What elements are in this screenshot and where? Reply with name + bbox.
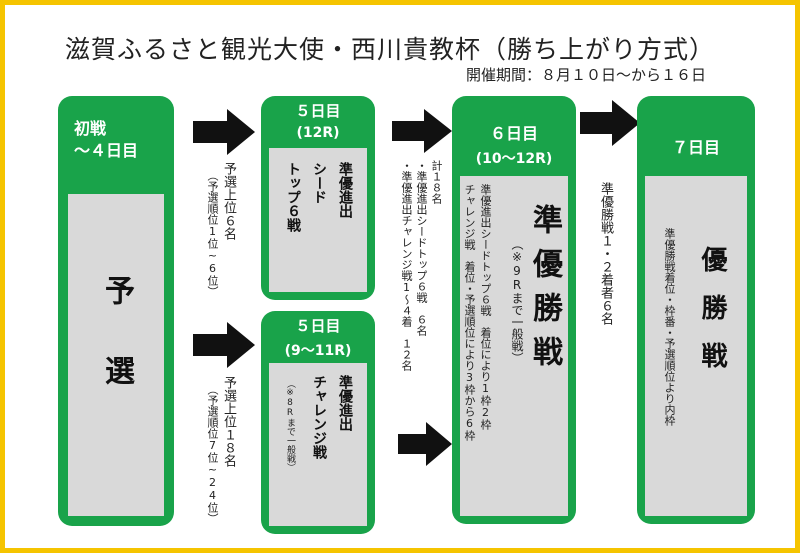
stage2a-col1: 準優進出 (337, 162, 353, 218)
stage2b-col1: 準優進出 (337, 375, 353, 431)
stage2a-col2: シード (311, 162, 327, 204)
stage3-races: (10～12R) (475, 151, 553, 167)
stage2b-col2: チャレンジ戦 (311, 375, 327, 459)
page-title: 滋賀ふるさと観光大使・西川貴教杯（勝ち上がり方式） (65, 35, 716, 64)
stage4-title: 優勝戦 (697, 246, 727, 390)
stage2a-body: 準優進出 シード トップ６戦 (269, 148, 367, 292)
arrow1-note-line1: 予選上位６名 (221, 162, 236, 240)
stage1-head-line2: ～４日目 (74, 141, 139, 160)
stage3-card: ６日目 (10～12R) 準優勝戦 （※9Rまで一般戦） 準優進出シードトップ６… (452, 96, 576, 524)
stage4-card: ７日目 優勝戦 準優勝戦着位・枠番・予選順位より内枠 (637, 96, 755, 524)
stage3-desc2: チャレンジ戦 着位・予選順位により3枠から6枠 (463, 184, 476, 441)
arrow3-note-line3: ・準優進出チャレンジ戦1～４着 １２名 (400, 160, 413, 371)
stage1-body: 予選 (68, 194, 164, 516)
arrow4-note: 準優勝戦１・２着者６名 (598, 182, 613, 325)
stage3-day: ６日目 (489, 124, 538, 143)
stage2b-day: ５日目 (295, 317, 341, 335)
arrow2-note: 予選上位１８名 （予選順位7位~24位） (198, 376, 238, 526)
stage2a-col3: トップ６戦 (285, 162, 301, 232)
stage1-head: 初戦 ～４日目 (58, 118, 174, 162)
stage4-body: 優勝戦 準優勝戦着位・枠番・予選順位より内枠 (645, 176, 747, 516)
stage2a-head: ５日目 (12R) (261, 100, 375, 141)
arrow2-note-line2: （予選順位7位~24位） (206, 384, 219, 524)
stage2a-card: ５日目 (12R) 準優進出 シード トップ６戦 (261, 96, 375, 300)
stage4-head: ７日目 (637, 134, 755, 158)
stage3-title: 準優勝戦 (527, 204, 562, 380)
stage2a-races: (12R) (296, 125, 340, 141)
stage1-head-line1: 初戦 (74, 119, 107, 138)
arrow-2 (193, 322, 255, 368)
stage2b-races: (9～11R) (284, 343, 352, 359)
arrow-4 (580, 100, 640, 146)
stage2b-head: ５日目 (9～11R) (261, 315, 375, 360)
stage3-body: 準優勝戦 （※9Rまで一般戦） 準優進出シードトップ６戦 着位により1枠2枠 チ… (460, 176, 568, 516)
stage2b-body: 準優進出 チャレンジ戦 （※8Rまで一般戦） (269, 363, 367, 526)
stage2b-note: （※8Rまで一般戦） (285, 379, 295, 472)
arrow2-note-line1: 予選上位１８名 (221, 376, 236, 467)
stage3-note: （※9Rまで一般戦） (510, 238, 524, 364)
arrow3-note-line2: ・準優進出シードトップ６戦 ６名 (415, 160, 428, 336)
event-period: 開催期間：８月１０日～から１６日 (466, 66, 707, 84)
arrow1-note: 予選上位６名 （予選順位1位~6位） (198, 162, 238, 302)
stage2a-day: ５日目 (295, 102, 341, 120)
stage1-card: 初戦 ～４日目 予選 (58, 96, 174, 526)
arrow1-note-line2: （予選順位1位~6位） (206, 170, 219, 297)
stage1-label: 予選 (99, 275, 134, 435)
arrow-3b (398, 422, 452, 466)
arrow-3 (392, 109, 452, 153)
stage3-head: ６日目 (10～12R) (452, 120, 576, 168)
stage2b-card: ５日目 (9～11R) 準優進出 チャレンジ戦 （※8Rまで一般戦） (261, 311, 375, 534)
arrow3-note: 計１８名 ・準優進出シードトップ６戦 ６名 ・準優進出チャレンジ戦1～４着 １２… (394, 160, 444, 420)
stage4-desc: 準優勝戦着位・枠番・予選順位より内枠 (663, 228, 676, 426)
stage3-desc1: 準優進出シードトップ６戦 着位により1枠2枠 (479, 184, 492, 430)
stage4-day: ７日目 (671, 138, 720, 157)
arrow3-note-line1: 計１８名 (430, 160, 443, 204)
arrow-1 (193, 109, 255, 155)
